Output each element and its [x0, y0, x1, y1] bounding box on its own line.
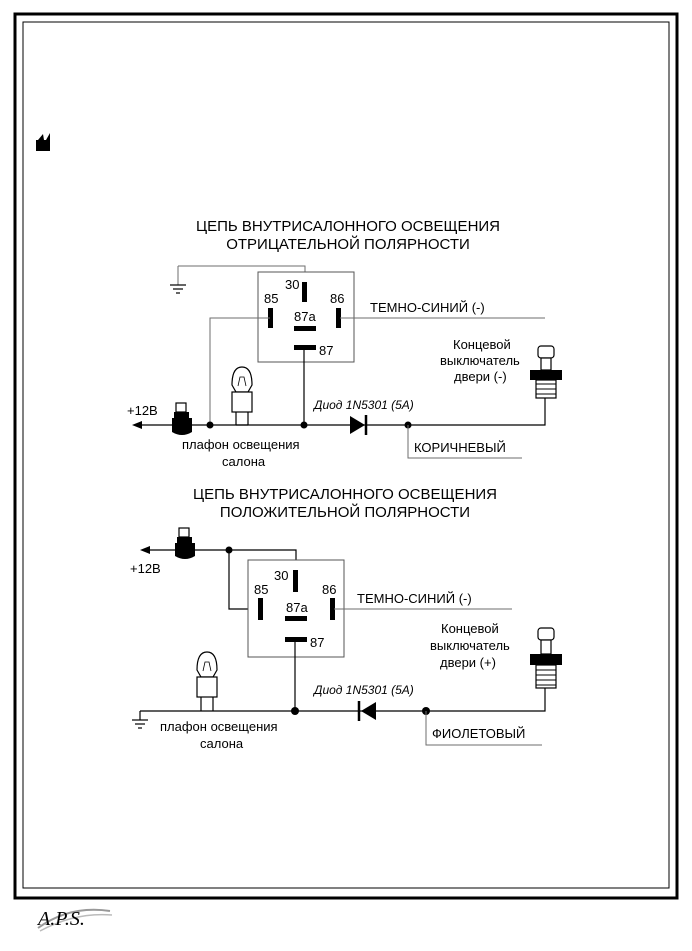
- diagram-negative-polarity: ЦЕПЬ ВНУТРИСАЛОННОГО ОСВЕЩЕНИЯ ОТРИЦАТЕЛ…: [127, 218, 562, 469]
- top-fuse-holder: [172, 402, 192, 435]
- top-diode: [350, 415, 368, 435]
- top-relay-pin-85: [268, 308, 273, 328]
- bottom-label-87a: 87a: [286, 600, 308, 615]
- aps-logo: A.P.S.: [36, 908, 113, 932]
- top-label-brown: КОРИЧНЕВЫЙ: [414, 440, 506, 455]
- bottom-ground-symbol: [132, 719, 148, 729]
- bottom-node-87: [291, 707, 299, 715]
- top-switch-line1: Концевой: [453, 337, 511, 352]
- outer-frame: [13, 12, 679, 900]
- top-wire-85: [209, 317, 270, 425]
- inner-frame: [22, 21, 670, 889]
- top-lamp-label-2: салона: [222, 454, 266, 469]
- bottom-relay-pin-86: [330, 598, 335, 620]
- bottom-wire-to-switch: [426, 688, 546, 712]
- top-door-switch-icon: [530, 345, 562, 399]
- bottom-lamp-label-2: салона: [200, 736, 244, 751]
- bottom-switch-line3: двери (+): [440, 655, 496, 670]
- bottom-relay-pin-85: [258, 598, 263, 620]
- top-label-85: 85: [264, 291, 278, 306]
- note-icon: [36, 133, 50, 151]
- bottom-fuse-holder: [175, 527, 195, 559]
- top-title-line2: ОТРИЦАТЕЛЬНОЙ ПОЛЯРНОСТИ: [226, 235, 470, 253]
- top-lamp-icon: [231, 366, 253, 425]
- bottom-switch-line1: Концевой: [441, 621, 499, 636]
- bottom-title-line2: ПОЛОЖИТЕЛЬНОЙ ПОЛЯРНОСТИ: [220, 503, 470, 521]
- top-node-85: [206, 421, 214, 429]
- top-label-plus12: +12В: [127, 403, 158, 418]
- bottom-relay-pin-87a: [285, 616, 307, 621]
- top-relay-pin-87a: [294, 326, 316, 331]
- bottom-lamp-label-1: плафон освещения: [160, 719, 278, 734]
- bottom-door-switch-icon: [530, 627, 562, 689]
- bottom-label-diode: Диод 1N5301 (5A): [312, 683, 414, 697]
- bottom-label-87: 87: [310, 635, 324, 650]
- top-label-30: 30: [285, 277, 299, 292]
- bottom-title-line1: ЦЕПЬ ВНУТРИСАЛОННОГО ОСВЕЩЕНИЯ: [193, 486, 497, 503]
- bottom-label-85: 85: [254, 582, 268, 597]
- bottom-diode: [357, 701, 376, 721]
- top-wire-brown: [407, 425, 522, 459]
- top-switch-line3: двери (-): [454, 369, 507, 384]
- bottom-label-plus12: +12В: [130, 561, 161, 576]
- bottom-switch-line2: выключатель: [430, 638, 510, 653]
- bottom-wire-violet: [425, 711, 542, 746]
- top-label-86: 86: [330, 291, 344, 306]
- top-switch-line2: выключатель: [440, 353, 520, 368]
- top-relay-pin-30: [302, 282, 307, 302]
- top-relay-pin-86: [336, 308, 341, 328]
- top-title-line1: ЦЕПЬ ВНУТРИСАЛОННОГО ОСВЕЩЕНИЯ: [196, 218, 500, 235]
- top-lamp-label-1: плафон освещения: [182, 437, 300, 452]
- bottom-label-dark-blue: ТЕМНО-СИНИЙ (-): [357, 591, 472, 606]
- diagram-positive-polarity: ЦЕПЬ ВНУТРИСАЛОННОГО ОСВЕЩЕНИЯ ПОЛОЖИТЕЛ…: [130, 486, 562, 751]
- top-node-87: [300, 421, 308, 429]
- bottom-label-30: 30: [274, 568, 288, 583]
- bottom-lamp-icon: [196, 651, 218, 711]
- top-label-87: 87: [319, 343, 333, 358]
- top-ground-symbol: [170, 284, 186, 294]
- bottom-relay-pin-87: [285, 637, 307, 642]
- top-wire-to-switch: [408, 398, 546, 426]
- aps-logo-text: A.P.S.: [36, 908, 85, 930]
- bottom-label-86: 86: [322, 582, 336, 597]
- top-label-diode: Диод 1N5301 (5A): [312, 398, 414, 412]
- top-label-87a: 87a: [294, 309, 316, 324]
- top-relay-pin-87: [294, 345, 316, 350]
- top-label-dark-blue: ТЕМНО-СИНИЙ (-): [370, 300, 485, 315]
- top-arrow-left: [132, 421, 142, 429]
- bottom-arrow-left: [140, 546, 150, 554]
- bottom-relay-pin-30: [293, 570, 298, 592]
- bottom-label-violet: ФИОЛЕТОВЫЙ: [432, 726, 525, 741]
